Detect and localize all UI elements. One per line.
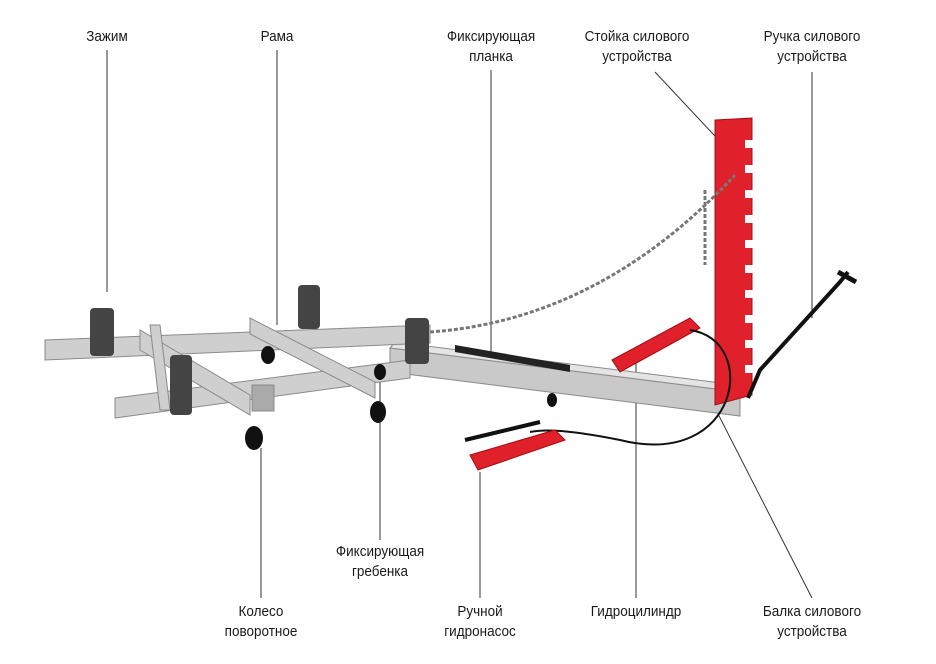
leader-power-beam: [715, 409, 813, 599]
chain: [429, 173, 737, 334]
hydro-cylinder: [611, 317, 701, 373]
label-line: устройства: [777, 623, 847, 640]
label-line: устройства: [777, 48, 847, 65]
label-line: Стойка силового: [584, 28, 690, 45]
label-frame: Рама: [261, 27, 294, 47]
label-line: Балка силового: [762, 603, 862, 620]
label-swivel-wheel: Колесо поворотное: [225, 602, 298, 642]
label-line: гребенка: [351, 563, 409, 580]
label-power-post: Стойка силового устройства: [585, 27, 690, 67]
label-power-handle: Ручка силового устройства: [764, 27, 861, 67]
label-line: Зажим: [86, 28, 128, 45]
power-post: [714, 117, 753, 406]
label-line: гидронасос: [444, 623, 516, 640]
label-fixing-bar: Фиксирующая планка: [447, 27, 535, 67]
label-line: Ручка силового: [763, 28, 861, 45]
fixing-bar: [455, 345, 570, 372]
post-teeth: [745, 140, 753, 373]
label-line: поворотное: [224, 623, 298, 640]
power-handle: [746, 270, 850, 399]
label-fixing-comb: Фиксирующая гребенка: [336, 542, 424, 582]
label-line: планка: [469, 48, 513, 65]
label-line: Фиксирующая: [335, 543, 425, 560]
label-clamp: Зажим: [86, 27, 128, 47]
label-line: Гидроцилиндр: [590, 603, 682, 620]
label-line: Рама: [260, 28, 294, 45]
label-power-beam: Балка силового устройства: [763, 602, 861, 642]
label-line: Фиксирующая: [446, 28, 536, 45]
label-line: устройства: [602, 48, 672, 65]
clamps: [90, 285, 429, 415]
leader-lines: [106, 50, 813, 599]
hand-pump: [469, 429, 566, 471]
label-hand-pump: Ручной гидронасос: [444, 602, 515, 642]
label-line: Ручной: [457, 603, 503, 620]
label-line: Колесо: [238, 603, 284, 620]
swivel-wheels: [245, 346, 557, 450]
label-hydro-cylinder: Гидроцилиндр: [591, 602, 682, 622]
